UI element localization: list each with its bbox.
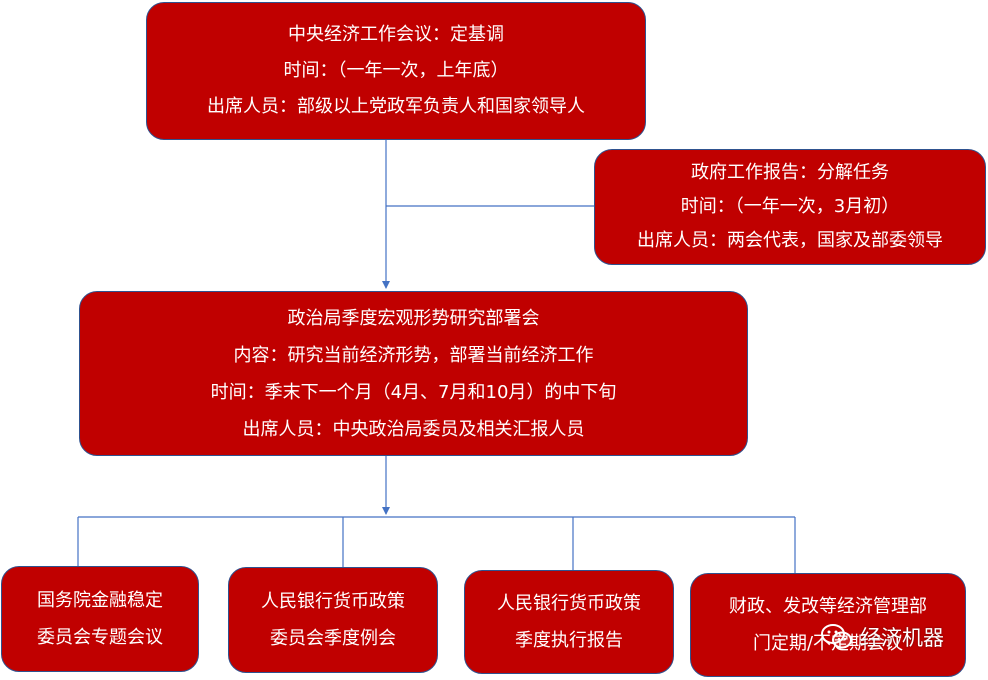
ministries-line-1: 财政、发改等经济管理部 [729,596,927,617]
pboc-execution-report-box: 人民银行货币政策 季度执行报告 [464,570,674,674]
state-council-committee-box: 国务院金融稳定 委员会专题会议 [1,566,199,672]
pboc-meeting-line-1: 人民银行货币政策 [261,591,405,612]
politburo-meeting-box: 政治局季度宏观形势研究部署会 内容：研究当前经济形势，部署当前经济工作 时间：季… [79,291,748,456]
state-council-line-1: 国务院金融稳定 [37,590,163,611]
central-conference-attendees: 出席人员：部级以上党政军负责人和国家领导人 [207,96,585,117]
watermark-text: 经济机器 [860,626,944,650]
politburo-time: 时间：季末下一个月（4月、7月和10月）的中下旬 [210,381,617,403]
pboc-report-line-1: 人民银行货币政策 [497,593,641,614]
politburo-title: 政治局季度宏观形势研究部署会 [287,307,540,329]
central-conference-title: 中央经济工作会议：定基调 [288,24,504,45]
wechat-icon [820,623,854,651]
politburo-attendees: 出席人员：中央政治局委员及相关汇报人员 [242,418,585,440]
government-work-report-box: 政府工作报告：分解任务 时间：（一年一次，3月初） 出席人员：两会代表，国家及部… [594,149,986,265]
state-council-line-2: 委员会专题会议 [37,627,163,648]
central-economic-conference-box: 中央经济工作会议：定基调 时间：（一年一次，上年底） 出席人员：部级以上党政军负… [146,2,646,140]
ministries-meeting-box: 财政、发改等经济管理部 门定期/不定期会议 [690,573,966,677]
pboc-report-line-2: 季度执行报告 [515,630,623,651]
pboc-meeting-line-2: 委员会季度例会 [270,628,396,649]
ministries-line-2: 门定期/不定期会议 [752,633,904,654]
central-conference-time: 时间：（一年一次，上年底） [283,60,509,81]
pboc-quarterly-meeting-box: 人民银行货币政策 委员会季度例会 [228,567,438,673]
wechat-watermark: 经济机器 [820,622,944,652]
politburo-content: 内容：研究当前经济形势，部署当前经济工作 [233,344,594,366]
government-report-time: 时间：（一年一次，3月初） [680,196,900,217]
government-report-title: 政府工作报告：分解任务 [691,162,889,183]
government-report-attendees: 出席人员：两会代表，国家及部委领导 [637,230,943,251]
